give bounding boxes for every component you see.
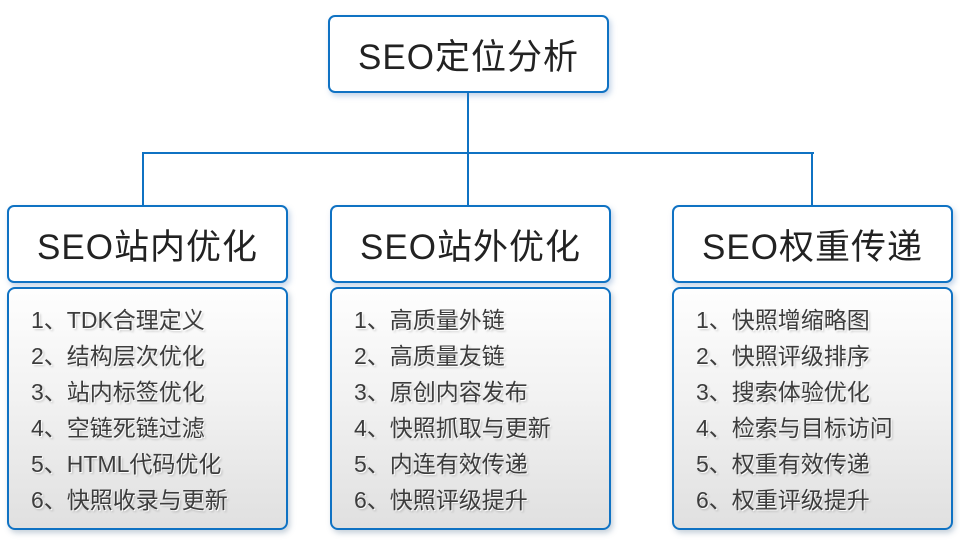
- list-item: 2、快照评级排序: [696, 343, 870, 369]
- connector-drop-left: [142, 152, 144, 206]
- list-item: 1、高质量外链: [354, 307, 505, 333]
- column-header-weight-label: SEO权重传递: [702, 227, 923, 267]
- column-header-onsite-label: SEO站内优化: [37, 227, 258, 267]
- list-item: 2、高质量友链: [354, 343, 505, 369]
- list-item: 6、权重评级提升: [696, 487, 870, 513]
- connector-root-stem: [467, 93, 469, 153]
- root-node-label: SEO定位分析: [358, 37, 579, 77]
- column-header-offsite-label: SEO站外优化: [360, 227, 581, 267]
- list-item: 5、内连有效传递: [354, 451, 528, 477]
- column-list-weight: 1、快照增缩略图 2、快照评级排序 3、搜索体验优化 4、检索与目标访问 5、权…: [672, 287, 953, 530]
- column-header-offsite: SEO站外优化: [330, 205, 611, 283]
- list-item: 5、权重有效传递: [696, 451, 870, 477]
- list-item: 3、搜索体验优化: [696, 379, 870, 405]
- connector-horizontal-bar: [142, 152, 814, 154]
- column-list-offsite: 1、高质量外链 2、高质量友链 3、原创内容发布 4、快照抓取与更新 5、内连有…: [330, 287, 611, 530]
- column-list-onsite: 1、TDK合理定义 2、结构层次优化 3、站内标签优化 4、空链死链过滤 5、H…: [7, 287, 288, 530]
- list-item: 1、TDK合理定义: [31, 307, 205, 333]
- list-item: 4、快照抓取与更新: [354, 415, 551, 441]
- list-item: 4、检索与目标访问: [696, 415, 893, 441]
- root-node: SEO定位分析: [328, 15, 609, 93]
- connector-drop-right: [811, 152, 813, 206]
- list-item: 2、结构层次优化: [31, 343, 205, 369]
- list-item: 6、快照评级提升: [354, 487, 528, 513]
- list-item: 1、快照增缩略图: [696, 307, 870, 333]
- list-item: 4、空链死链过滤: [31, 415, 205, 441]
- list-item: 3、站内标签优化: [31, 379, 205, 405]
- column-header-onsite: SEO站内优化: [7, 205, 288, 283]
- connector-drop-center: [467, 152, 469, 206]
- list-item: 3、原创内容发布: [354, 379, 528, 405]
- list-item: 6、快照收录与更新: [31, 487, 228, 513]
- list-item: 5、HTML代码优化: [31, 451, 222, 477]
- column-header-weight: SEO权重传递: [672, 205, 953, 283]
